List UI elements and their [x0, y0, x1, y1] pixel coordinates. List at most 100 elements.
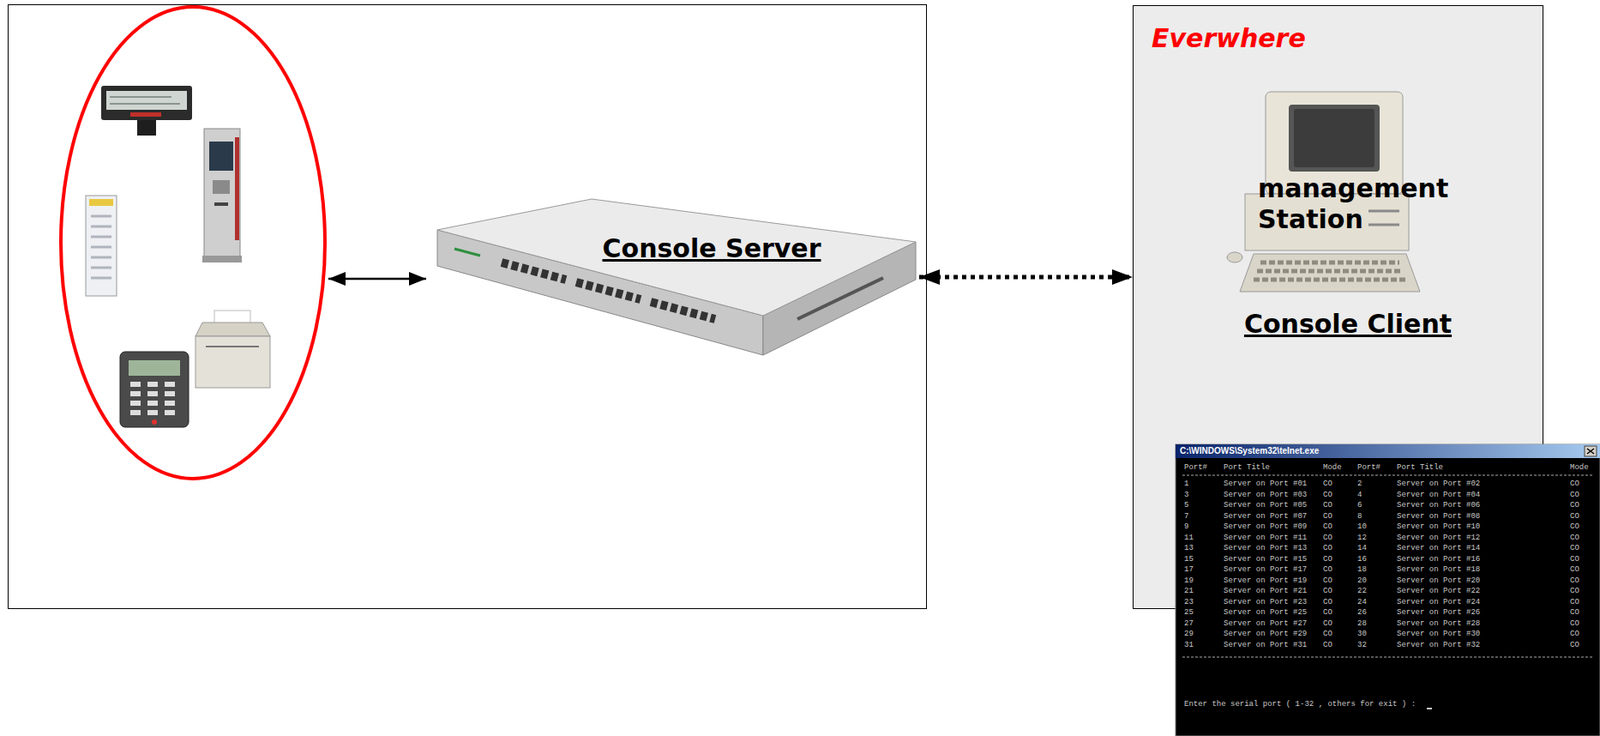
- port-number: 27: [1184, 619, 1194, 629]
- server-tower-icon: [85, 195, 117, 296]
- kiosk-stripe: [234, 137, 240, 241]
- port-title: Server on Port #27: [1223, 619, 1307, 629]
- port-title: Server on Port #13: [1223, 543, 1307, 554]
- table-header: Mode: [1323, 463, 1342, 473]
- port-mode: CO: [1569, 640, 1580, 650]
- port-mode: CO: [1323, 586, 1333, 596]
- display-stand: [137, 118, 157, 136]
- port-title: Server on Port #06: [1396, 500, 1480, 511]
- port-number: 13: [1184, 543, 1194, 554]
- terminal-screen: [1175, 444, 1600, 736]
- console-server-device: [437, 198, 916, 355]
- port-number: 21: [1184, 586, 1194, 596]
- port-mode: CO: [1569, 533, 1580, 543]
- port-mode: CO: [1323, 500, 1333, 511]
- port-title: Server on Port #32: [1396, 640, 1480, 650]
- close-button: [1584, 445, 1597, 457]
- port-number: 14: [1357, 543, 1367, 554]
- port-number: 26: [1357, 607, 1367, 618]
- device-slot: [797, 277, 884, 319]
- drive-slot: [1368, 210, 1400, 213]
- port-title: Server on Port #23: [1223, 597, 1307, 608]
- port-mode: CO: [1323, 490, 1333, 500]
- port-mode: CO: [1569, 565, 1580, 575]
- port-title: Server on Port #28: [1396, 619, 1480, 629]
- keyboard-keys: [1253, 262, 1407, 280]
- port-title: Server on Port #19: [1223, 576, 1307, 586]
- port-number: 24: [1357, 597, 1367, 608]
- device-link-arrow: [328, 277, 427, 281]
- mouse: [1227, 252, 1243, 263]
- port-number: 16: [1357, 554, 1367, 565]
- table-header: Mode: [1569, 463, 1589, 473]
- drive-slot: [1368, 223, 1400, 227]
- port-title: Server on Port #12: [1396, 533, 1480, 543]
- port-mode: CO: [1569, 490, 1580, 500]
- port-number: 19: [1184, 576, 1194, 586]
- printer-body: [195, 336, 271, 388]
- table-rule: [1182, 475, 1594, 476]
- port-mode: CO: [1569, 554, 1580, 565]
- port-title: Server on Port #25: [1223, 607, 1307, 618]
- region-heading: Everwhere: [1151, 23, 1306, 55]
- port-number: 18: [1357, 565, 1367, 575]
- kiosk-base: [202, 255, 242, 263]
- port-number: 8: [1357, 511, 1362, 522]
- printer-top: [195, 322, 271, 337]
- table-header: Port#: [1184, 463, 1208, 473]
- port-mode: CO: [1569, 629, 1580, 639]
- station-box: management StationConsole Client: [1227, 87, 1469, 345]
- port-number: 30: [1357, 629, 1367, 639]
- dotted-connector: [919, 275, 1133, 280]
- port-mode: CO: [1569, 586, 1580, 596]
- port-title: Server on Port #16: [1396, 554, 1480, 565]
- port-mode: CO: [1323, 479, 1333, 489]
- kiosk-icon: [202, 128, 242, 263]
- port-number: 4: [1357, 490, 1362, 500]
- port-title: Server on Port #30: [1396, 629, 1480, 639]
- port-mode: CO: [1569, 576, 1580, 586]
- port-number: 5: [1184, 500, 1189, 511]
- port-title: Server on Port #10: [1396, 522, 1480, 532]
- port-number: 9: [1184, 522, 1189, 532]
- port-mode: CO: [1569, 619, 1580, 629]
- port-number: 17: [1184, 565, 1194, 575]
- monitor-screen: [1288, 104, 1380, 172]
- keypad-keys: [130, 384, 175, 413]
- port-mode: CO: [1323, 522, 1333, 532]
- port-number: 22: [1357, 586, 1367, 596]
- port-mode: CO: [1569, 511, 1580, 522]
- port-mode: CO: [1323, 629, 1333, 639]
- port-mode: CO: [1323, 607, 1333, 618]
- port-mode: CO: [1569, 607, 1580, 618]
- port-number: 29: [1184, 629, 1194, 639]
- port-title: Server on Port #05: [1223, 500, 1307, 511]
- device-ports: [501, 262, 566, 280]
- port-title: Server on Port #21: [1223, 586, 1307, 596]
- port-title: Server on Port #31: [1223, 640, 1307, 650]
- port-mode: CO: [1323, 511, 1333, 522]
- site-frame: [8, 5, 927, 609]
- pole-display-icon: [101, 85, 193, 136]
- terminal-text-layer: C:\WINDOWS\System32\telnet.exePort#Port …: [1175, 444, 1600, 736]
- printer-icon: [195, 310, 271, 388]
- port-mode: CO: [1323, 640, 1333, 650]
- port-title: Server on Port #08: [1396, 511, 1480, 522]
- port-mode: CO: [1323, 576, 1333, 586]
- display-line: [109, 96, 172, 98]
- port-number: 25: [1184, 607, 1194, 618]
- keypad-body: [120, 351, 189, 428]
- port-number: 28: [1357, 619, 1367, 629]
- port-number: 20: [1357, 576, 1367, 586]
- port-number: 7: [1184, 511, 1189, 522]
- port-title: Server on Port #26: [1396, 607, 1480, 618]
- keypad-led: [151, 419, 157, 425]
- kiosk-screen: [209, 141, 234, 171]
- port-title: Server on Port #01: [1223, 479, 1307, 489]
- port-title: Server on Port #09: [1223, 522, 1307, 532]
- port-number: 31: [1184, 640, 1194, 650]
- terminal-title: C:\WINDOWS\System32\telnet.exe: [1179, 445, 1319, 457]
- monitor-glass: [1293, 108, 1375, 168]
- port-number: 1: [1184, 479, 1189, 489]
